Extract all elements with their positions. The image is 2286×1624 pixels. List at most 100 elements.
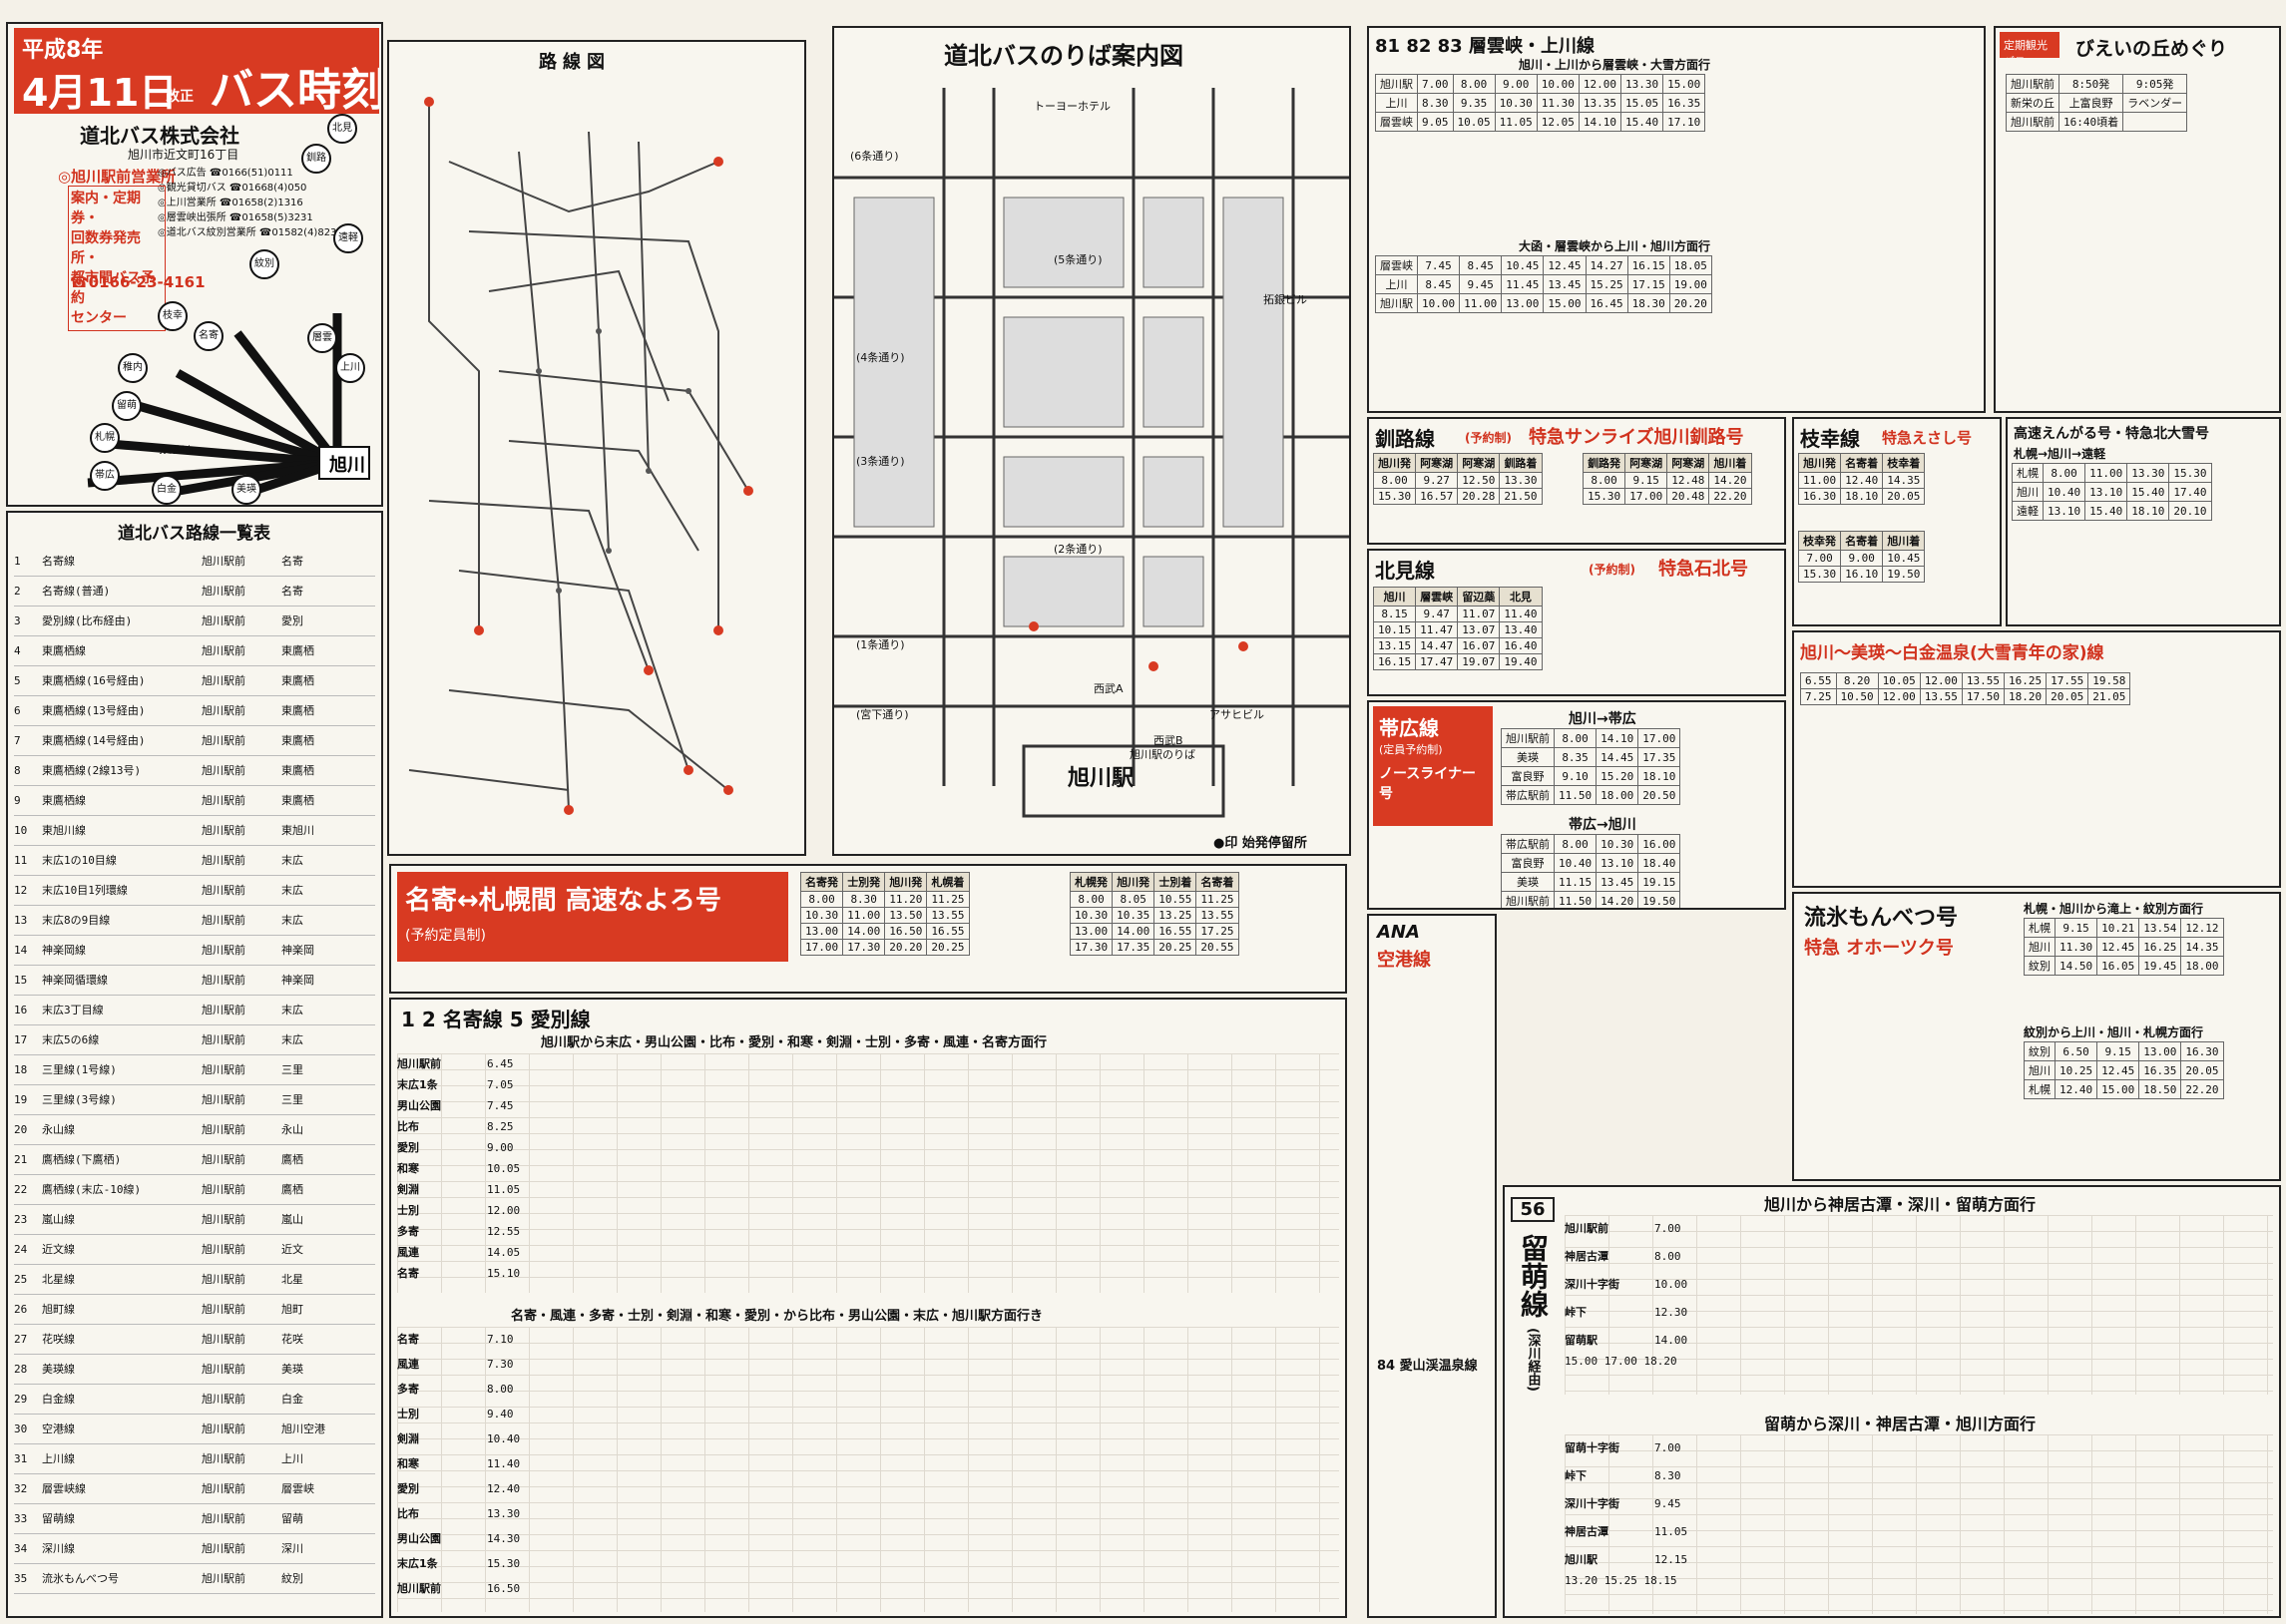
- table-cell: 19.58: [2087, 672, 2131, 689]
- table-cell: 8.35: [1553, 747, 1598, 767]
- info-phone: ☎0166-23-4161: [70, 273, 206, 291]
- table-cell: 16.45: [1585, 293, 1628, 313]
- table-cell: 17.10: [1662, 112, 1706, 132]
- table-cell: 16.55: [926, 923, 970, 940]
- table-cell: 15.25: [1585, 274, 1628, 294]
- kitami-service: 特急石北号: [1658, 559, 1748, 580]
- table-cell: 15.30: [1797, 566, 1842, 583]
- monbetsu-service: 特急 オホーツク号: [1804, 938, 1954, 959]
- stop-time: 7.00: [1654, 1222, 1681, 1235]
- route-cell: 11: [14, 854, 28, 867]
- stop-time: 8.00: [1654, 1250, 1681, 1263]
- esashi-service: 特急えさし号: [1882, 429, 1973, 447]
- station-guide-title: 道北バスのりば案内図: [944, 42, 1183, 70]
- table-cell: 10.30: [799, 907, 844, 924]
- route-cell: 旭川駅前: [202, 1303, 245, 1316]
- table-cell: 11.47: [1415, 621, 1459, 638]
- table-cell: 10.00: [1416, 293, 1461, 313]
- route-cell: 26: [14, 1303, 28, 1316]
- stop-name: 末広1条: [397, 1557, 438, 1570]
- rumoi-dept-header: 旭川から神居古潭・深川・留萌方面行: [1764, 1195, 2037, 1214]
- spoke-biei: 美瑛: [231, 475, 261, 505]
- title-label: バス時刻表: [210, 65, 379, 114]
- route-cell: 18: [14, 1063, 28, 1076]
- table-cell: 14.20: [1596, 891, 1639, 908]
- route-cell: 35: [14, 1572, 28, 1585]
- table-header: 名寄着: [1840, 531, 1884, 551]
- stop-name: 士別: [397, 1408, 419, 1421]
- spoke-nayoro: 名寄: [194, 321, 224, 351]
- route-cell: 旭川駅前: [202, 884, 245, 897]
- route-cell: 旭川駅前: [202, 1422, 245, 1435]
- table-cell: 8.30: [842, 891, 886, 908]
- stop-name: 比布: [397, 1120, 419, 1133]
- table-cell: 7.00: [1417, 74, 1454, 94]
- route-cell: 旭川駅前: [202, 1363, 245, 1376]
- stop-name: 男山公園: [397, 1099, 441, 1112]
- route-cell: 旭川駅前: [202, 704, 245, 717]
- table-cell: 11.00: [2084, 463, 2128, 483]
- route-cell: 三里: [281, 1093, 303, 1106]
- route-cell: 旭川駅前: [202, 614, 245, 627]
- stop-name: 愛別: [397, 1482, 419, 1495]
- spoke-esashi: 枝幸: [158, 301, 188, 331]
- stop-name: 旭川駅前: [397, 1582, 441, 1595]
- route-cell: 末広3丁目線: [42, 1004, 104, 1016]
- stop-time: 9.00: [487, 1141, 514, 1154]
- table-cell: 9.15: [2054, 918, 2098, 938]
- route-cell: 1: [14, 555, 21, 568]
- date-label: 4月11日: [22, 71, 178, 114]
- table-cell: 紋別: [2024, 956, 2056, 976]
- table-cell: 15.30: [1582, 488, 1626, 505]
- table-header: 北見: [1499, 587, 1543, 607]
- route-cell: 近文線: [42, 1243, 75, 1256]
- table-cell: 8.15: [1372, 606, 1417, 622]
- table-cell: 9.45: [1459, 274, 1503, 294]
- route-cell: 空港線: [42, 1422, 75, 1435]
- table-cell: 18.40: [1637, 853, 1681, 873]
- table-cell: 美瑛: [1501, 872, 1555, 892]
- stop-name: 剣淵: [397, 1183, 419, 1196]
- route-cell: 末広: [281, 884, 303, 897]
- route-cell: 旭川駅前: [202, 644, 245, 657]
- route-cell: 名寄線: [42, 555, 75, 568]
- stop-time: 15.10: [487, 1267, 521, 1280]
- route-cell: 名寄: [281, 555, 303, 568]
- table-cell: 18.30: [1626, 293, 1670, 313]
- biei-label: 定期観光バス: [2000, 32, 2059, 58]
- table-cell: 10.30: [1596, 834, 1639, 854]
- route-cell: 鷹栖: [281, 1183, 303, 1196]
- table-cell: 13.00: [1069, 923, 1114, 940]
- route-cell: 旭川駅前: [202, 794, 245, 807]
- route-cell: 東鷹栖線: [42, 644, 86, 657]
- stop-name: 末広1条: [397, 1078, 438, 1091]
- table-cell: 10.45: [1882, 550, 1926, 567]
- extra-times: 15.00 17.00 18.20: [1565, 1355, 1714, 1368]
- route-cell: 33: [14, 1512, 28, 1525]
- table-cell: 10.40: [1553, 853, 1598, 873]
- table-cell: 8.00: [799, 891, 844, 908]
- table-cell: 13.07: [1457, 621, 1501, 638]
- table-header: 釧路発: [1582, 453, 1626, 473]
